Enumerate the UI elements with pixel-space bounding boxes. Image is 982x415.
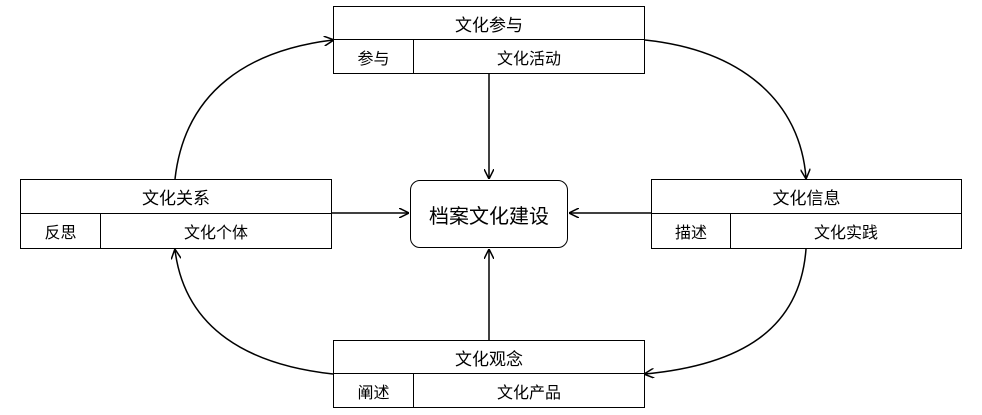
node-left: 文化关系 反思 文化个体: [20, 179, 332, 249]
curve-bottom-to-left: [175, 250, 334, 375]
node-bottom-key: 阐述: [334, 374, 414, 407]
node-top-title: 文化参与: [334, 7, 644, 40]
node-top: 文化参与 参与 文化活动: [333, 6, 645, 74]
center-node: 档案文化建设: [410, 180, 568, 248]
node-top-value: 文化活动: [496, 48, 561, 68]
curve-top-to-right: [644, 39, 806, 178]
node-left-title: 文化关系: [21, 180, 331, 214]
node-right-title: 文化信息: [652, 180, 961, 214]
node-right-value: 文化实践: [813, 223, 878, 242]
node-right: 文化信息 描述 文化实践: [651, 179, 962, 249]
node-bottom-value: 文化产品: [496, 382, 561, 402]
node-bottom-title: 文化观念: [334, 341, 644, 374]
curve-right-to-bottom: [645, 248, 807, 374]
node-bottom: 文化观念 阐述 文化产品: [333, 340, 645, 408]
node-right-key: 描述: [652, 214, 731, 248]
node-left-value: 文化个体: [183, 223, 248, 242]
node-left-key: 反思: [21, 214, 101, 248]
node-top-key: 参与: [334, 40, 414, 73]
curve-left-to-top: [174, 40, 333, 180]
